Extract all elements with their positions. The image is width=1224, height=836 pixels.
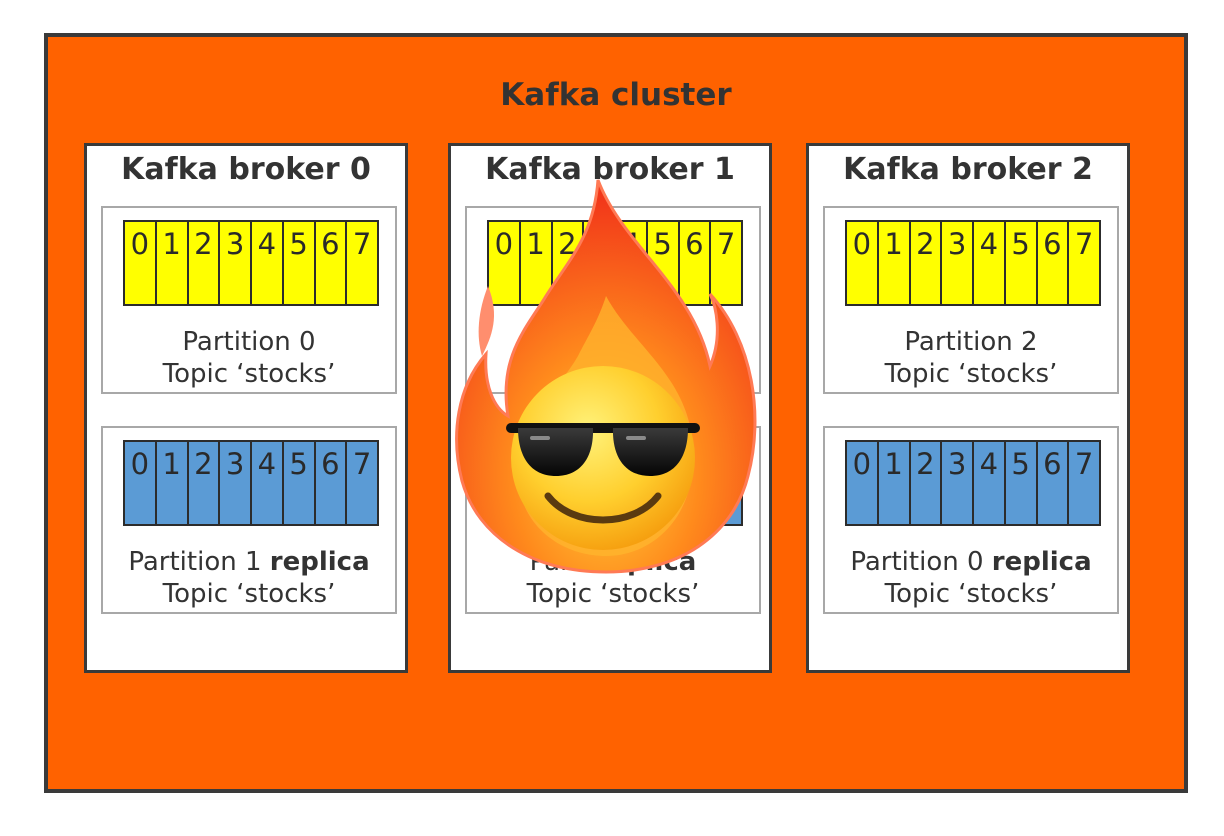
offset-cell: 0 — [847, 222, 877, 304]
broker-title: Kafka broker 0 — [121, 152, 371, 187]
offset-log: 0 1 2 3 4 5 6 7 — [845, 220, 1101, 306]
offset-cell: 2 — [186, 442, 219, 524]
broker-title: Kafka broker 1 — [485, 152, 735, 187]
cluster-title: Kafka cluster — [500, 77, 732, 113]
offset-cell: 7 — [345, 222, 377, 304]
topic-name: Topic ‘stocks’ — [884, 359, 1058, 389]
broker-2: Kafka broker 2 0 1 2 3 4 5 6 7 Partition… — [806, 143, 1130, 673]
topic-name: Topic ‘stocks’ — [162, 359, 336, 389]
offset-cell: 7 — [1067, 442, 1099, 524]
topic-name: Topic ‘stocks’ — [162, 579, 336, 609]
offset-cell: 1 — [876, 222, 909, 304]
offset-cell: 0 — [125, 222, 155, 304]
offset-cell: 4 — [250, 442, 282, 524]
partition-label: Partition 2 Topic ‘stocks’ — [825, 326, 1117, 390]
partition-label: Partition 0 Topic ‘stocks’ — [103, 326, 395, 390]
offset-cell: 7 — [709, 222, 741, 304]
topic-name: Topic ‘stocks’ — [526, 579, 700, 609]
offset-cell: 5 — [1003, 222, 1036, 304]
replica-tag: replica — [991, 547, 1092, 577]
offset-cell: 7 — [1067, 222, 1099, 304]
offset-cell: 0 — [489, 222, 519, 304]
partition-card: 0 1 2 3 4 5 6 7 Partition 0 replica Topi… — [823, 426, 1119, 614]
offset-cell: 3 — [940, 222, 972, 304]
replica-tag: replica — [269, 547, 370, 577]
offset-cell: 6 — [1035, 442, 1068, 524]
broker-title: Kafka broker 2 — [843, 152, 1093, 187]
partition-name: Partition 0 — [850, 547, 984, 577]
offset-cell: 1 — [154, 442, 187, 524]
offset-cell: 1 — [518, 222, 551, 304]
partition-name: Partition 1 — [128, 547, 262, 577]
offset-cell: 3 — [940, 442, 972, 524]
offset-cell: 2 — [908, 222, 941, 304]
smiley-mouth — [544, 492, 662, 524]
partition-name: Partition 0 — [182, 327, 316, 357]
flame-tongue — [478, 286, 495, 356]
offset-cell: 6 — [1035, 222, 1068, 304]
partition-card: 0 1 2 3 4 5 6 7 Partition 1 replica Topi… — [101, 426, 397, 614]
offset-cell: 6 — [313, 442, 346, 524]
partition-label: Partition 0 replica Topic ‘stocks’ — [825, 546, 1117, 610]
offset-cell: 2 — [908, 442, 941, 524]
offset-cell: 2 — [186, 222, 219, 304]
offset-cell: 3 — [218, 222, 250, 304]
offset-cell: 0 — [847, 442, 877, 524]
partition-card: 0 1 2 3 4 5 6 7 Partition 2 Topic ‘stock… — [823, 206, 1119, 394]
offset-cell: 1 — [154, 222, 187, 304]
offset-cell: 5 — [281, 222, 314, 304]
offset-cell: 4 — [972, 222, 1004, 304]
partition-card: 0 1 2 3 4 5 6 7 Partition 0 Topic ‘stock… — [101, 206, 397, 394]
offset-cell: 5 — [1003, 442, 1036, 524]
offset-cell: 3 — [218, 442, 250, 524]
offset-cell: 6 — [313, 222, 346, 304]
partition-label: Partition 1 replica Topic ‘stocks’ — [103, 546, 395, 610]
topic-name: Topic ‘stocks’ — [884, 579, 1058, 609]
offset-log: 0 1 2 3 4 5 6 7 — [845, 440, 1101, 526]
offset-log: 0 1 2 3 4 5 6 7 — [123, 440, 379, 526]
offset-cell: 0 — [125, 442, 155, 524]
broker-0: Kafka broker 0 0 1 2 3 4 5 6 7 Partition… — [84, 143, 408, 673]
offset-cell: 1 — [876, 442, 909, 524]
offset-cell: 4 — [250, 222, 282, 304]
fire-sunglasses-smiley-icon — [455, 179, 757, 574]
offset-cell: 5 — [281, 442, 314, 524]
offset-cell: 7 — [345, 442, 377, 524]
offset-log: 0 1 2 3 4 5 6 7 — [123, 220, 379, 306]
offset-cell: 4 — [972, 442, 1004, 524]
offset-cell: 6 — [677, 222, 710, 304]
partition-name: Partition 2 — [904, 327, 1038, 357]
